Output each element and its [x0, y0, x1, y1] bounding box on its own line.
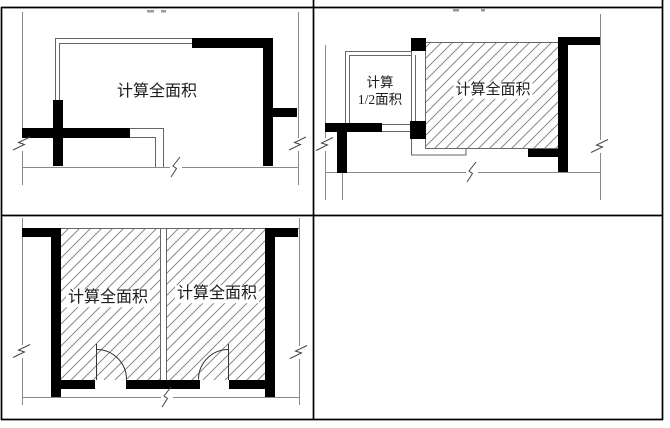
thin-wall-outlines [345, 42, 558, 156]
door2-swing-arc [198, 349, 229, 380]
plan-bottom-left-two-rooms [12, 218, 308, 408]
dimension-marks [453, 9, 485, 12]
axis-lines [22, 218, 300, 405]
thick-walls [325, 37, 600, 173]
top-left-full-area-label: 计算全面积 [114, 83, 200, 101]
thin-wall-outlines [55, 38, 192, 167]
room2-hatch [166, 229, 265, 380]
dimension-marks [147, 10, 166, 13]
thick-walls [22, 228, 298, 397]
break-symbols [12, 344, 308, 408]
axis-lines [325, 14, 601, 200]
plan-top-left-full-area [12, 10, 307, 185]
plan-top-right-half-and-full-area [315, 9, 609, 200]
half-area-label-line2: 1/2面积 [357, 92, 403, 107]
bottom-left-room2-label: 计算全面积 [174, 285, 260, 303]
top-right-full-area-label: 计算全面积 [453, 81, 533, 99]
bottom-left-room1-label: 计算全面积 [65, 289, 151, 307]
half-area-label-line1: 计算 [366, 75, 394, 90]
door-symbols [96, 344, 229, 380]
table-grid [0, 0, 664, 421]
axis-lines [22, 12, 299, 185]
thick-walls [22, 38, 297, 166]
top-right-half-area-label: 计算 1/2面积 [356, 74, 404, 108]
break-symbols [315, 137, 609, 183]
door1-swing-arc [96, 349, 127, 380]
break-symbols [12, 136, 307, 178]
thin-wall-outlines [22, 228, 299, 381]
